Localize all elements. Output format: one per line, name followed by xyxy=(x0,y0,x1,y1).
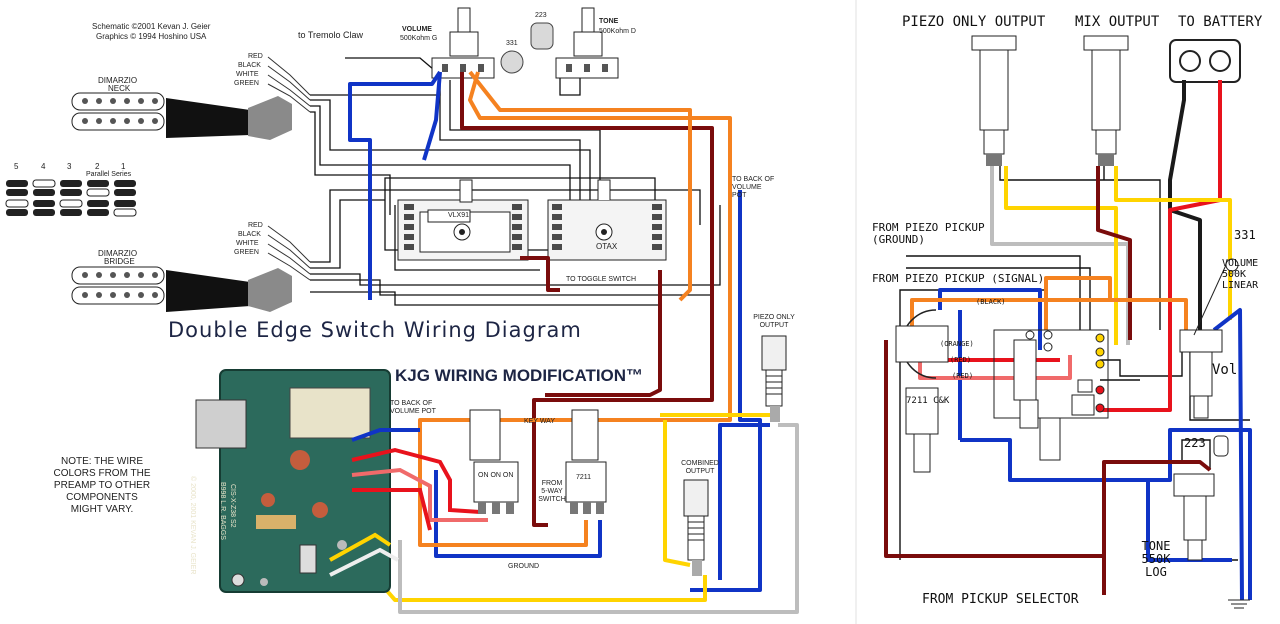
note-text: NOTE: THE WIRE COLORS FROM THE PREAMP TO… xyxy=(53,456,151,515)
credits-line-2: Graphics © 1994 Hoshino USA xyxy=(96,32,207,41)
diagram-title: Double Edge Switch Wiring Diagram xyxy=(168,318,582,342)
switch-right-label: OTAX xyxy=(596,242,618,251)
black-wiring-left xyxy=(310,57,721,306)
tone-label: TONE xyxy=(599,18,619,25)
bridge-leads xyxy=(267,225,311,281)
on-on-on-label: ON ON ON xyxy=(478,472,514,479)
mix-output-jack xyxy=(1083,35,1129,166)
ground-symbol xyxy=(1228,599,1250,609)
parallel-series-label: Parallel Series xyxy=(86,171,132,178)
neck-wire-white: WHITE xyxy=(236,71,259,78)
from-piezo-ground-label: FROM PIEZO PICKUP (GROUND) xyxy=(872,221,985,246)
piezo-only-output-jack xyxy=(971,35,1017,166)
capacitor-223 xyxy=(530,22,554,50)
board-copyright: © 2000, 2001 KEVAN J. GEIER xyxy=(189,476,196,575)
volume-right-label: VOLUME 500K LINEAR xyxy=(1222,258,1259,291)
capacitor-331-right xyxy=(1193,258,1239,336)
wire-orange-tag: (ORANGE) xyxy=(940,340,974,348)
ground-label: GROUND xyxy=(508,563,540,570)
tone-value: 500Kohm D xyxy=(599,28,636,35)
wire-red-tag-2: (RED) xyxy=(952,372,974,380)
vol-mark: Vol xyxy=(1212,362,1238,378)
cap-331-label: 331 xyxy=(506,40,518,47)
piezo-only-jack-left xyxy=(761,335,787,422)
neck-wire-red: RED xyxy=(248,53,263,60)
cap-223-right-label: 223 xyxy=(1184,436,1206,450)
from-pickup-selector-label: FROM PICKUP SELECTOR xyxy=(922,592,1079,607)
from-piezo-signal-label: FROM PIEZO PICKUP (SIGNAL) xyxy=(872,272,1045,285)
neck-wire-black: BLACK xyxy=(238,62,261,69)
volume-pot xyxy=(431,7,495,79)
piezo-only-output-title: PIEZO ONLY OUTPUT xyxy=(902,14,1046,30)
piezo-only-output-left-label: PIEZO ONLY OUTPUT xyxy=(753,314,795,329)
combined-output-jack xyxy=(683,479,709,576)
tone-pot xyxy=(555,7,619,79)
position-2: 2 xyxy=(95,162,100,171)
mix-output-title: MIX OUTPUT xyxy=(1075,14,1160,30)
part-7211-right: 7211 C&K xyxy=(906,396,950,406)
wire-red-tag-1: (RED) xyxy=(950,356,972,364)
volume-label: VOLUME xyxy=(402,26,432,33)
cap-223-label: 223 xyxy=(535,12,547,19)
bridge-name: BRIDGE xyxy=(104,257,135,266)
neck-wire-green: GREEN xyxy=(234,80,259,87)
board-baggs: B998 L.R. BAGGS xyxy=(219,482,226,540)
to-battery-title: TO BATTERY xyxy=(1178,14,1263,30)
part-7211-left: 7211 xyxy=(576,474,592,481)
to-tremolo-label: to Tremolo Claw xyxy=(298,30,364,40)
neck-brand: DIMARZIO xyxy=(98,76,138,85)
piezo-jack-round xyxy=(895,309,949,379)
key-way-label: KEY WAY xyxy=(524,418,555,425)
toggle-7211 xyxy=(565,409,607,514)
switch-position-icons xyxy=(5,179,137,217)
volume-pot-right xyxy=(1179,329,1223,419)
preamp-wires xyxy=(329,428,488,577)
volume-value: 500Kohm G xyxy=(400,35,438,42)
tone-right-label: TONE 550K LOG xyxy=(1141,539,1171,579)
position-3: 3 xyxy=(67,162,72,171)
bridge-wire-green: GREEN xyxy=(234,249,259,256)
neck-leads xyxy=(267,56,311,113)
position-1: 1 xyxy=(121,162,126,171)
bridge-wire-black: BLACK xyxy=(238,231,261,238)
neck-name: NECK xyxy=(108,84,131,93)
tone-pot-right xyxy=(1173,473,1215,561)
neck-pickup xyxy=(71,92,292,140)
bridge-pickup xyxy=(71,266,292,312)
battery-connector xyxy=(1169,39,1241,83)
position-5: 5 xyxy=(14,162,19,171)
capacitor-223-right xyxy=(1213,435,1229,457)
position-4: 4 xyxy=(41,162,46,171)
capacitor-331 xyxy=(500,50,524,74)
cap-331-right-label: 331 xyxy=(1234,228,1256,242)
kjg-title: KJG WIRING MODIFICATION™ xyxy=(395,366,644,385)
bridge-wire-red: RED xyxy=(248,222,263,229)
switch-block-right xyxy=(993,329,1109,461)
board-part: CIS-X-Z38 S2 xyxy=(229,484,236,528)
switch-vlx91 xyxy=(397,179,529,261)
to-back-volume-1: TO BACK OF VOLUME POT xyxy=(732,176,775,199)
credits-line-1: Schematic ©2001 Kevan J. Geier xyxy=(92,22,211,31)
bridge-wire-white: WHITE xyxy=(236,240,259,247)
switch-left-label: VLX91 xyxy=(448,212,470,219)
bridge-brand: DIMARZIO xyxy=(98,249,138,258)
part-7211-block xyxy=(905,387,939,473)
to-back-volume-2: TO BACK OF VOLUME POT xyxy=(390,400,436,415)
combined-output-label: COMBINED OUTPUT xyxy=(681,460,719,475)
toggle-on-on-on xyxy=(469,409,519,514)
preamp-board xyxy=(195,369,391,593)
colored-wires-left xyxy=(348,70,799,614)
wire-black-tag: (BLACK) xyxy=(976,298,1006,306)
from-5way-label: FROM 5-WAY SWITCH xyxy=(538,480,566,503)
to-toggle-label: TO TOGGLE SWITCH xyxy=(566,276,637,283)
switch-otax xyxy=(547,179,667,261)
